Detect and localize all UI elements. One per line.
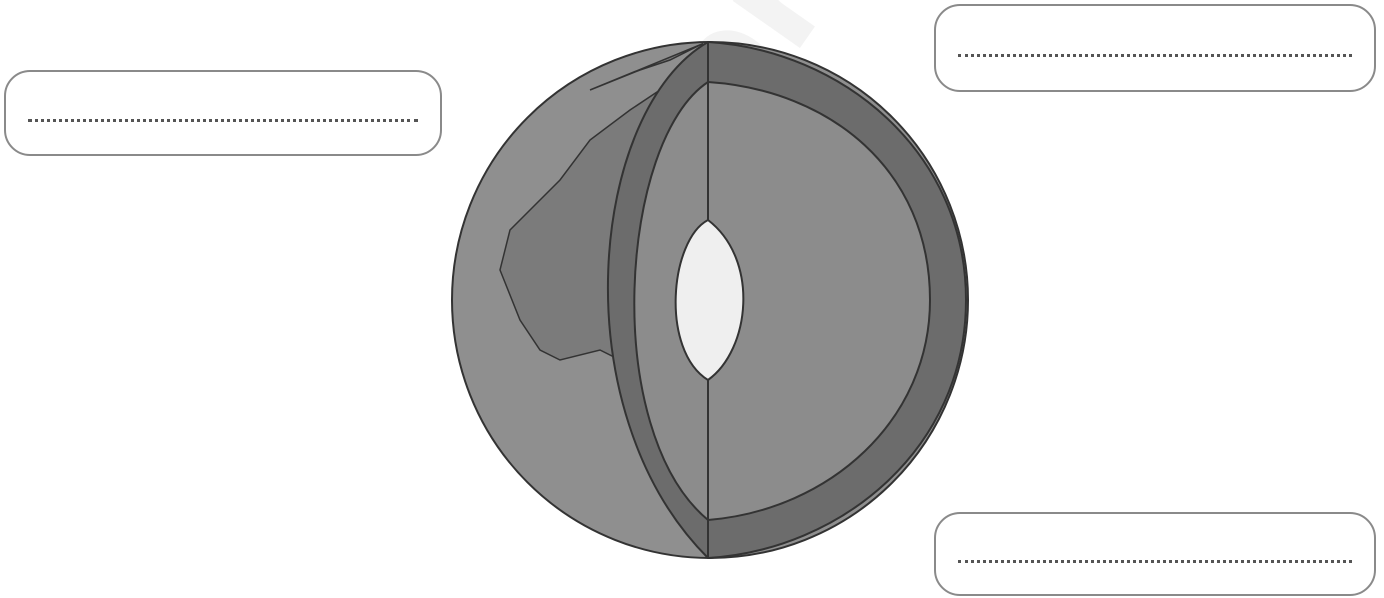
answer-box-top-left[interactable] [4,70,442,156]
answer-dotted-line [958,514,1352,594]
answer-dotted-line [958,6,1352,90]
answer-box-top-right[interactable] [934,4,1376,92]
answer-box-bottom-right[interactable] [934,512,1376,596]
earth-layers-diagram [440,30,980,570]
answer-dotted-line [28,72,418,154]
